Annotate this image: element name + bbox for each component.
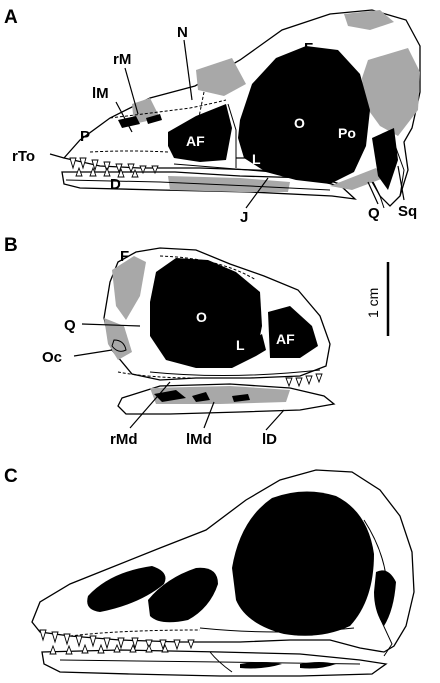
panel-b-leader-lD (266, 410, 284, 430)
panel-a-label-O: O (294, 115, 305, 131)
panel-b-label-Oc: Oc (42, 349, 62, 366)
panel-a-label-Q: Q (368, 205, 380, 222)
panel-a-label-N: N (177, 24, 188, 41)
panel-a-leader-rTo (50, 154, 64, 158)
panel-b-label-AF: AF (276, 331, 295, 347)
panel-a-label-L: L (252, 151, 261, 167)
panel-b-label-lD: lD (262, 431, 277, 448)
panel-a-label-lM: lM (92, 85, 109, 102)
panel-c: C (4, 466, 414, 676)
panel-a-label-AF: AF (186, 133, 205, 149)
panel-a-label-Sq: Sq (398, 203, 417, 220)
panel-b-leader-Oc (74, 350, 112, 356)
panel-b-label-L: L (236, 337, 245, 353)
panel-b-label-Q: Q (64, 317, 76, 334)
panel-b-letter: B (4, 235, 18, 256)
panel-a-label-rM: rM (113, 51, 131, 68)
panel-a-letter: A (4, 7, 18, 28)
panel-a-label-F: F (304, 40, 313, 57)
panel-b-label-F: F (120, 248, 129, 265)
panel-b-label-lMd: lMd (186, 431, 212, 448)
panel-b-label-O: O (196, 309, 207, 325)
panel-a: A (4, 7, 420, 226)
panel-b-label-rMd: rMd (110, 431, 138, 448)
panel-b: B F O (4, 235, 388, 448)
panel-c-letter: C (4, 466, 18, 487)
scale-bar-label: 1 cm (365, 288, 381, 318)
panel-a-label-rTo: rTo (12, 148, 35, 165)
panel-a-label-D: D (110, 176, 121, 193)
panel-a-label-P: P (80, 128, 90, 145)
panel-c-lower-jaw (42, 650, 386, 676)
panel-a-label-J: J (240, 209, 248, 226)
panel-a-label-Po: Po (338, 125, 356, 141)
